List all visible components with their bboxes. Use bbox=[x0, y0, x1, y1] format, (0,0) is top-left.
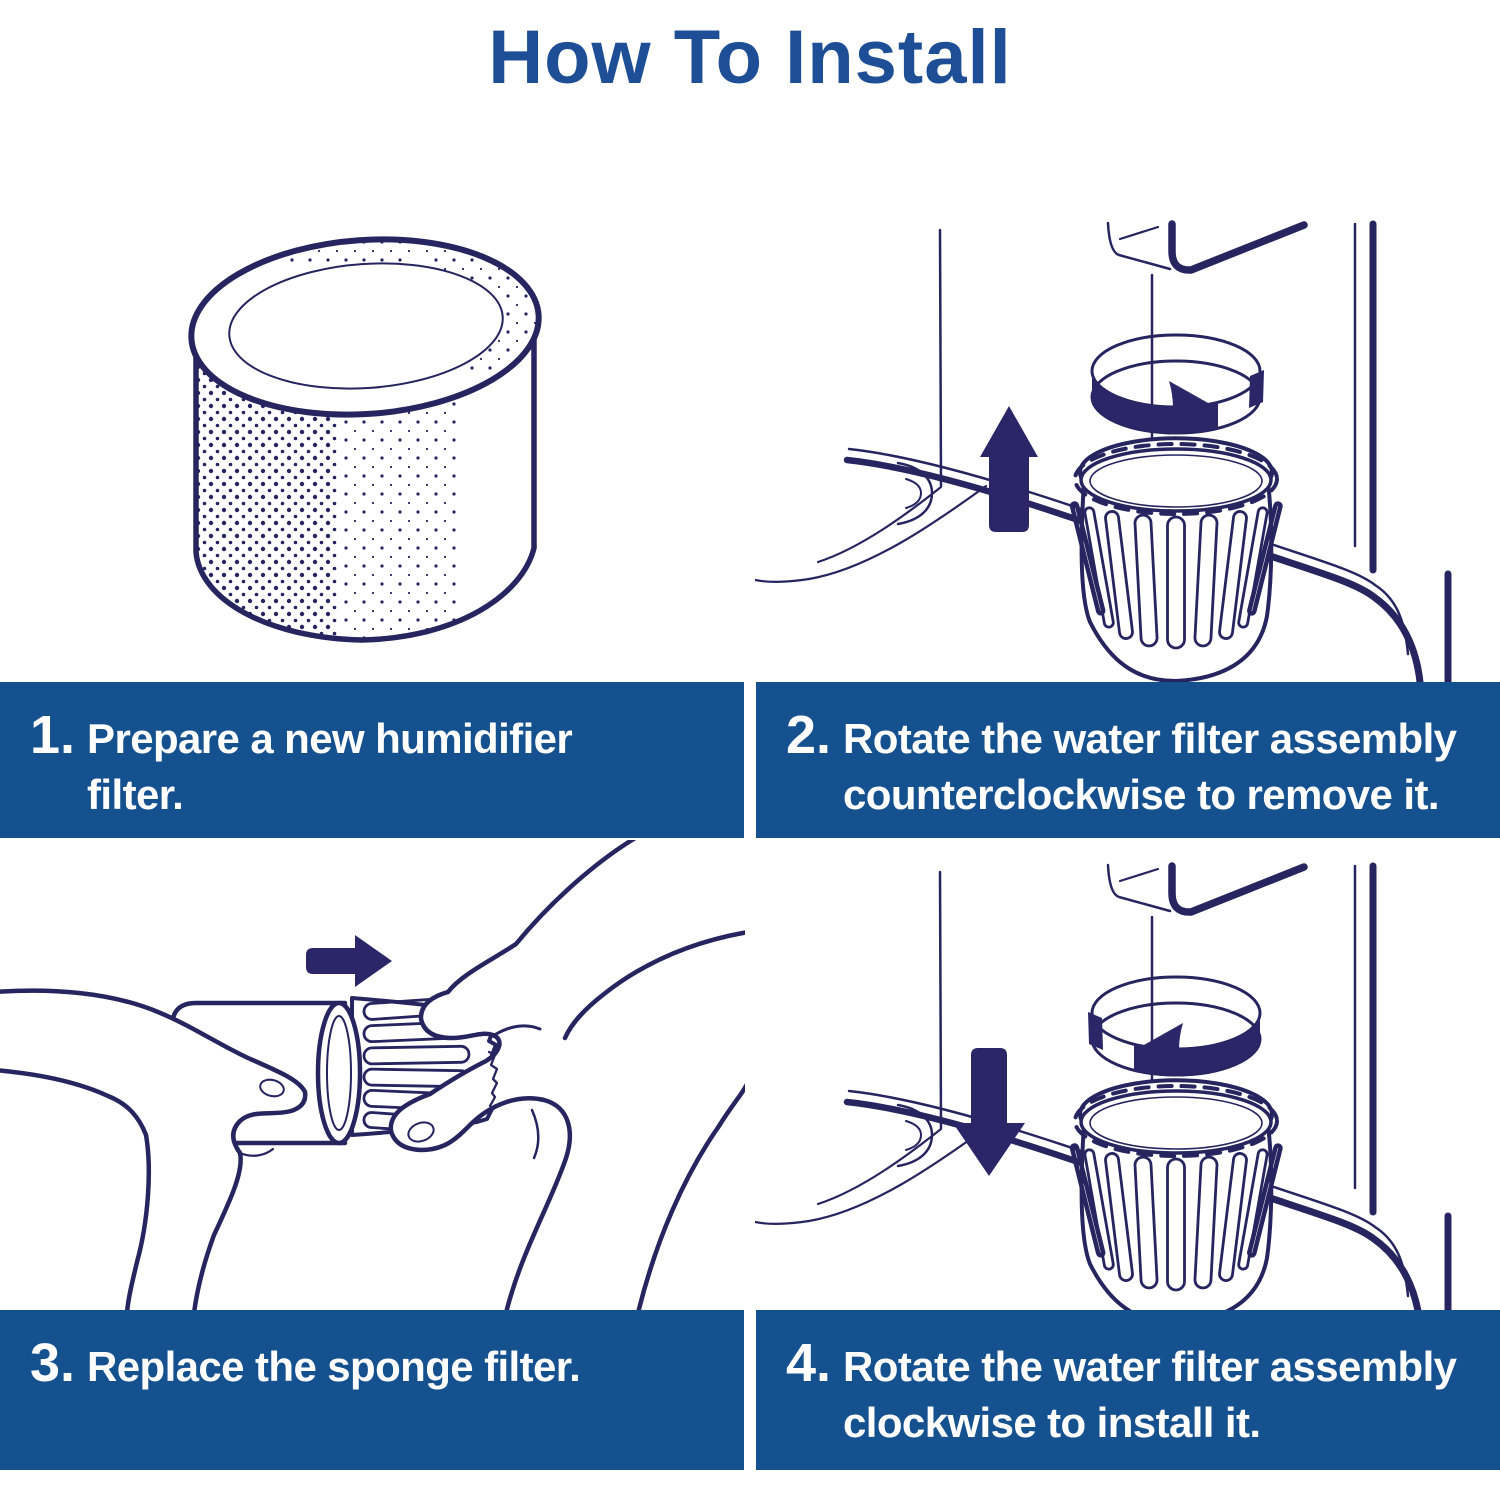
panel-step-1-illustration bbox=[0, 130, 745, 682]
remove-filter-assembly-icon bbox=[755, 130, 1500, 682]
step-3-text: Replace the sponge filter. bbox=[87, 1343, 581, 1390]
down-arrow-icon bbox=[953, 1048, 1025, 1176]
install-filter-assembly-icon bbox=[755, 840, 1500, 1310]
step-1-number: 1. bbox=[30, 705, 76, 765]
step-4-caption: 4. Rotate the water filter assembly cloc… bbox=[756, 1310, 1500, 1470]
step-2-number: 2. bbox=[786, 705, 832, 765]
rotate-counterclockwise-icon bbox=[1090, 333, 1264, 435]
replace-sponge-filter-icon bbox=[0, 840, 745, 1310]
panel-step-2-illustration bbox=[755, 130, 1500, 682]
step-3-caption: 3. Replace the sponge filter. bbox=[0, 1310, 744, 1470]
step-3-number: 3. bbox=[30, 1333, 76, 1393]
up-arrow-icon bbox=[980, 406, 1038, 532]
step-1-text: Prepare a new humidifier filter. bbox=[87, 715, 573, 818]
step-4-text: Rotate the water filter assembly clockwi… bbox=[843, 1343, 1457, 1446]
sponge-filter-icon bbox=[188, 228, 545, 643]
step-2-caption: 2. Rotate the water filter assembly coun… bbox=[756, 682, 1500, 838]
right-arrow-icon bbox=[306, 935, 392, 987]
rotate-clockwise-icon bbox=[1088, 975, 1262, 1077]
panel-step-4-illustration bbox=[755, 840, 1500, 1310]
page-title: How To Install bbox=[488, 15, 1012, 100]
step-4-number: 4. bbox=[786, 1333, 832, 1393]
step-2-text: Rotate the water filter assembly counter… bbox=[843, 715, 1457, 818]
step-1-caption: 1. Prepare a new humidifier filter. bbox=[0, 682, 744, 838]
panel-step-3-illustration bbox=[0, 840, 745, 1310]
